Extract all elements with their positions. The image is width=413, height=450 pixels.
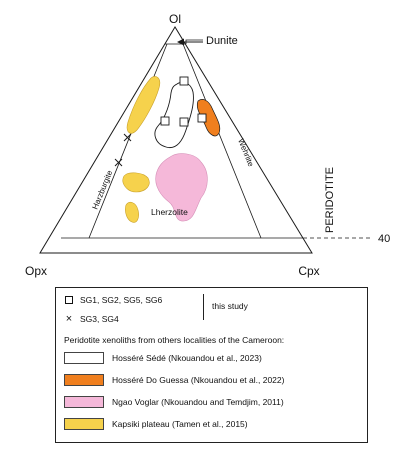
lherzolite-wehrlite-boundary bbox=[182, 43, 262, 239]
ngao-voglar-field bbox=[155, 153, 208, 222]
ngao-voglar-swatch bbox=[64, 396, 104, 408]
lherzolite-label: Lherzolite bbox=[151, 207, 188, 217]
kapsiki-field-upper bbox=[126, 76, 161, 134]
level-40-label: 40 bbox=[378, 233, 390, 245]
hossere-sede-field bbox=[154, 81, 194, 149]
legend-row-crosses: × SG3, SG4 bbox=[64, 314, 119, 325]
kapsiki-field-lower bbox=[125, 201, 139, 223]
square-marker-icon bbox=[64, 295, 74, 306]
dunite-arrow bbox=[185, 39, 203, 44]
xenoliths-title: Peridotite xenoliths from others localit… bbox=[64, 335, 285, 345]
legend-row-squares: SG1, SG2, SG5, SG6 bbox=[64, 295, 162, 306]
sample-cross-marker bbox=[123, 133, 132, 142]
kapsiki-swatch bbox=[64, 418, 104, 430]
legend-entry-label: Hosséré Sédé (Nkouandou et al., 2023) bbox=[112, 353, 262, 363]
dunite-label: Dunite bbox=[206, 35, 238, 47]
peridotite-ternary-diagram: Ol Opx Cpx Dunite Harzburgite Wehrlite L… bbox=[25, 12, 390, 278]
ternary-triangle bbox=[39, 26, 313, 254]
cross-marker-icon: × bbox=[65, 313, 73, 325]
dunite-arrowhead bbox=[177, 38, 184, 46]
this-study-label: this study bbox=[212, 301, 248, 311]
legend-entry-label: Ngao Voglar (Nkouandou and Temdjim, 2011… bbox=[112, 397, 284, 407]
apex-label-cpx: Cpx bbox=[298, 264, 319, 278]
sample-square-marker bbox=[160, 116, 170, 126]
hossere-sede-swatch bbox=[64, 352, 104, 364]
sample-square-marker bbox=[179, 117, 189, 127]
legend-box: SG1, SG2, SG5, SG6 ×SG3, SG4 this study … bbox=[55, 287, 368, 443]
legend-entry-label: Hosséré Do Guessa (Nkouandou et al., 202… bbox=[112, 375, 285, 385]
kapsiki-field-middle bbox=[122, 172, 150, 193]
legend-entry-label: Kapsiki plateau (Tamen et al., 2015) bbox=[112, 419, 248, 429]
peridotite-label: PERIDOTITE bbox=[324, 167, 336, 233]
sample-square-marker bbox=[179, 76, 189, 86]
apex-label-opx: Opx bbox=[25, 264, 47, 278]
legend-square-label: SG1, SG2, SG5, SG6 bbox=[80, 295, 163, 305]
sample-cross-marker bbox=[114, 158, 123, 167]
apex-label-ol: Ol bbox=[169, 12, 181, 26]
do-guessa-swatch bbox=[64, 374, 104, 386]
legend-divider bbox=[203, 294, 204, 320]
wehrlite-label: Wehrlite bbox=[236, 137, 255, 168]
sample-square-marker bbox=[197, 113, 207, 123]
legend-cross-label: SG3, SG4 bbox=[80, 314, 119, 324]
